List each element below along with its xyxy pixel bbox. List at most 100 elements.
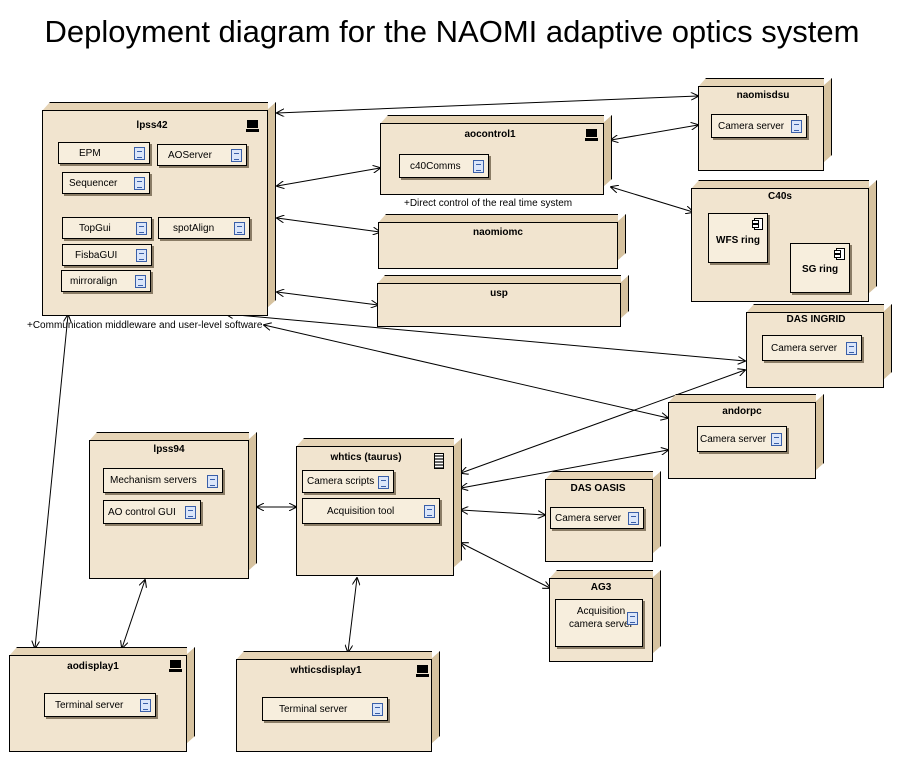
node-name: andorpc <box>722 406 762 417</box>
node-name: AG3 <box>590 582 612 593</box>
artifact-label: Camera server <box>718 121 785 132</box>
artifact-icon <box>136 222 147 235</box>
link-lpss42-naomisdsu <box>277 96 698 113</box>
artifact-label: Mechanism servers <box>110 475 197 486</box>
artifact-terminal-server[interactable]: Terminal server <box>262 697 388 721</box>
node-naomiomc[interactable]: naomiomc <box>378 214 626 269</box>
link-lpss94-aodisplay1 <box>122 580 145 648</box>
artifact-topgui[interactable]: TopGui <box>62 217 152 239</box>
artifact-label: EPM <box>79 148 101 159</box>
artifact-label: Acquisition camera server <box>569 606 633 630</box>
diagram-title: Deployment diagram for the NAOMI adaptiv… <box>44 14 860 49</box>
artifact-label: AO control GUI <box>108 507 176 518</box>
node-name: DAS OASIS <box>570 483 626 494</box>
node-name: aodisplay1 <box>67 661 119 672</box>
artifact-spotalign[interactable]: spotAlign <box>158 217 250 239</box>
link-aocontrol1-c40s <box>611 187 693 212</box>
artifact-icon <box>135 275 146 288</box>
artifact-icon <box>424 505 435 518</box>
link-lpss42-aodisplay1 <box>35 315 68 648</box>
artifact-mechanism-servers[interactable]: Mechanism servers <box>103 468 223 493</box>
artifact-acquisition-camera-server[interactable]: Acquisition camera server <box>555 599 643 647</box>
artifact-c40comms[interactable]: c40Comms <box>399 154 489 178</box>
artifact-label: spotAlign <box>173 223 215 234</box>
link-whtics-aodisplay-area <box>348 578 357 652</box>
component-sg-ring[interactable]: SG ring <box>790 243 850 293</box>
artifact-label: Sequencer <box>69 178 118 189</box>
link-lpss42-andorpc <box>264 325 668 418</box>
computer-icon <box>169 660 182 672</box>
node-name: lpss42 <box>136 120 168 131</box>
artifact-icon <box>628 512 639 525</box>
component-label: SG ring <box>801 264 839 275</box>
computer-icon <box>416 665 429 677</box>
note-lpss42: +Communication middleware and user-level… <box>27 320 263 331</box>
link-aocontrol1-naomisdsu <box>611 125 698 140</box>
computer-icon <box>246 120 259 132</box>
node-name: DAS INGRID <box>786 314 846 325</box>
component-icon <box>752 218 763 230</box>
artifact-icon <box>473 160 484 173</box>
link-lpss42-usp <box>277 292 378 305</box>
link-lpss42-aocontrol1 <box>277 168 380 186</box>
component-wfs-ring[interactable]: WFS ring <box>708 213 768 263</box>
artifact-camera-scripts[interactable]: Camera scripts <box>302 470 394 493</box>
link-lpss42-naomiomc <box>277 218 380 232</box>
link-whtics-das-oasis <box>461 510 545 515</box>
artifact-icon <box>372 703 383 716</box>
artifact-icon <box>846 342 857 355</box>
artifact-icon <box>231 149 242 162</box>
artifact-label: Terminal server <box>55 700 124 711</box>
node-name: naomiomc <box>472 227 523 238</box>
artifact-camera-server[interactable]: Camera server <box>550 507 644 529</box>
artifact-label: Camera scripts <box>307 476 375 487</box>
link-whtics-ag3 <box>461 543 550 588</box>
artifact-mirroralign[interactable]: mirroralign <box>61 270 151 292</box>
computer-icon <box>585 129 598 141</box>
artifact-label: FisbaGUI <box>75 250 118 261</box>
artifact-aoserver[interactable]: AOServer <box>157 144 247 166</box>
server-icon <box>434 453 444 469</box>
artifact-label: c40Comms <box>410 161 461 172</box>
artifact-acquisition-tool[interactable]: Acquisition tool <box>302 498 440 524</box>
artifact-fisbagui[interactable]: FisbaGUI <box>62 244 152 266</box>
artifact-label: TopGui <box>79 223 111 234</box>
node-name: usp <box>490 288 508 299</box>
artifact-sequencer[interactable]: Sequencer <box>62 172 150 194</box>
artifact-icon <box>134 177 145 190</box>
node-name: whticsdisplay1 <box>290 665 362 676</box>
artifact-camera-server[interactable]: Camera server <box>711 114 807 138</box>
artifact-icon <box>134 147 145 160</box>
artifact-camera-server[interactable]: Camera server <box>697 426 787 452</box>
artifact-icon <box>627 612 638 625</box>
artifact-label: Terminal server <box>279 704 348 715</box>
artifact-icon <box>771 433 782 446</box>
artifact-icon <box>140 699 151 712</box>
node-name: whtics (taurus) <box>330 452 402 463</box>
artifact-label: Camera server <box>771 343 838 354</box>
artifact-icon <box>136 249 147 262</box>
note-aocontrol1: +Direct control of the real time system <box>404 198 573 209</box>
artifact-icon <box>185 506 196 519</box>
artifact-label: Acquisition tool <box>327 506 395 517</box>
component-icon <box>834 248 845 260</box>
artifact-camera-server[interactable]: Camera server <box>762 335 862 361</box>
component-label: WFS ring <box>716 235 760 246</box>
artifact-icon <box>207 474 218 488</box>
node-name: aocontrol1 <box>464 129 516 140</box>
artifact-terminal-server[interactable]: Terminal server <box>44 693 156 717</box>
node-name: naomisdsu <box>736 90 790 101</box>
artifact-icon <box>234 222 245 235</box>
artifact-label: Camera server <box>700 434 767 445</box>
artifact-label: mirroralign <box>70 276 118 287</box>
artifact-ao-control-gui[interactable]: AO control GUI <box>103 500 201 524</box>
node-usp[interactable]: usp <box>377 275 629 327</box>
link-whtics-andorpc <box>461 450 668 488</box>
artifact-label: AOServer <box>168 150 212 161</box>
artifact-label: Camera server <box>555 513 622 524</box>
artifact-icon <box>378 475 389 489</box>
artifact-epm[interactable]: EPM <box>58 142 150 164</box>
node-name: C40s <box>768 191 792 202</box>
artifact-icon <box>791 120 802 133</box>
